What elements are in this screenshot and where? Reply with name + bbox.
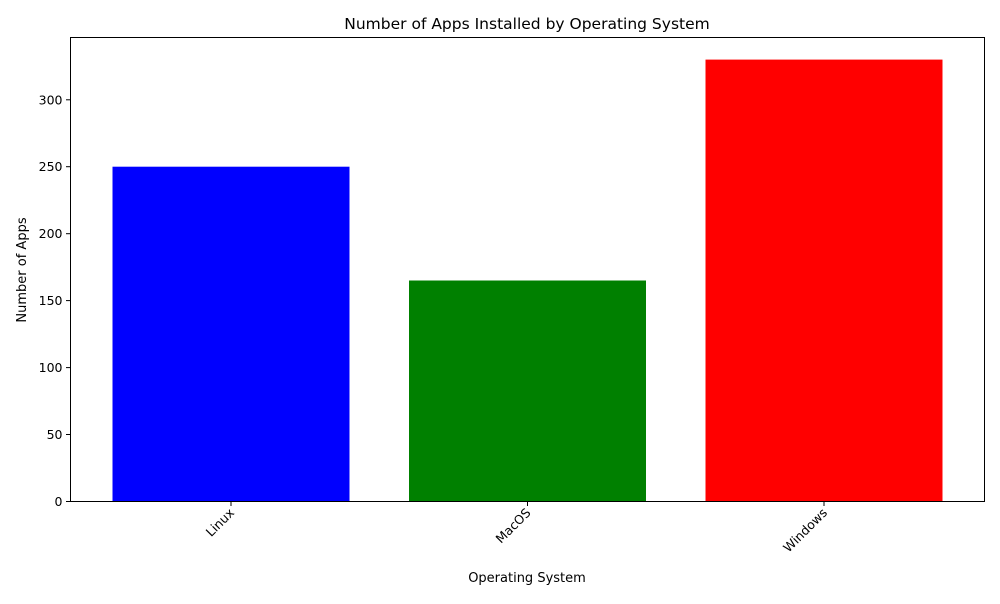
y-tick-label: 200 xyxy=(39,226,63,241)
bar-linux xyxy=(112,166,350,502)
y-tick-label: 100 xyxy=(39,360,63,375)
axes-frame xyxy=(70,37,985,502)
x-axis-label: Operating System xyxy=(468,571,586,586)
x-tick-label-linux: Linux xyxy=(203,505,237,539)
y-tick-label: 250 xyxy=(39,159,63,174)
y-axis-ticks: 0 50 100 150 200 250 300 xyxy=(39,92,71,509)
chart-title: Number of Apps Installed by Operating Sy… xyxy=(344,15,709,33)
y-tick-label: 300 xyxy=(39,92,63,107)
y-tick-label: 0 xyxy=(55,494,63,509)
y-tick-label: 50 xyxy=(47,427,63,442)
y-axis-label: Number of Apps xyxy=(15,217,30,322)
x-tick-label-windows: Windows xyxy=(780,505,830,555)
bar-windows xyxy=(705,59,943,502)
x-axis-ticks: Linux MacOS Windows xyxy=(203,501,830,555)
y-tick-label: 150 xyxy=(39,293,63,308)
bars-layer xyxy=(112,59,943,502)
bar-macos xyxy=(409,280,646,502)
x-tick-label-macos: MacOS xyxy=(493,505,534,546)
